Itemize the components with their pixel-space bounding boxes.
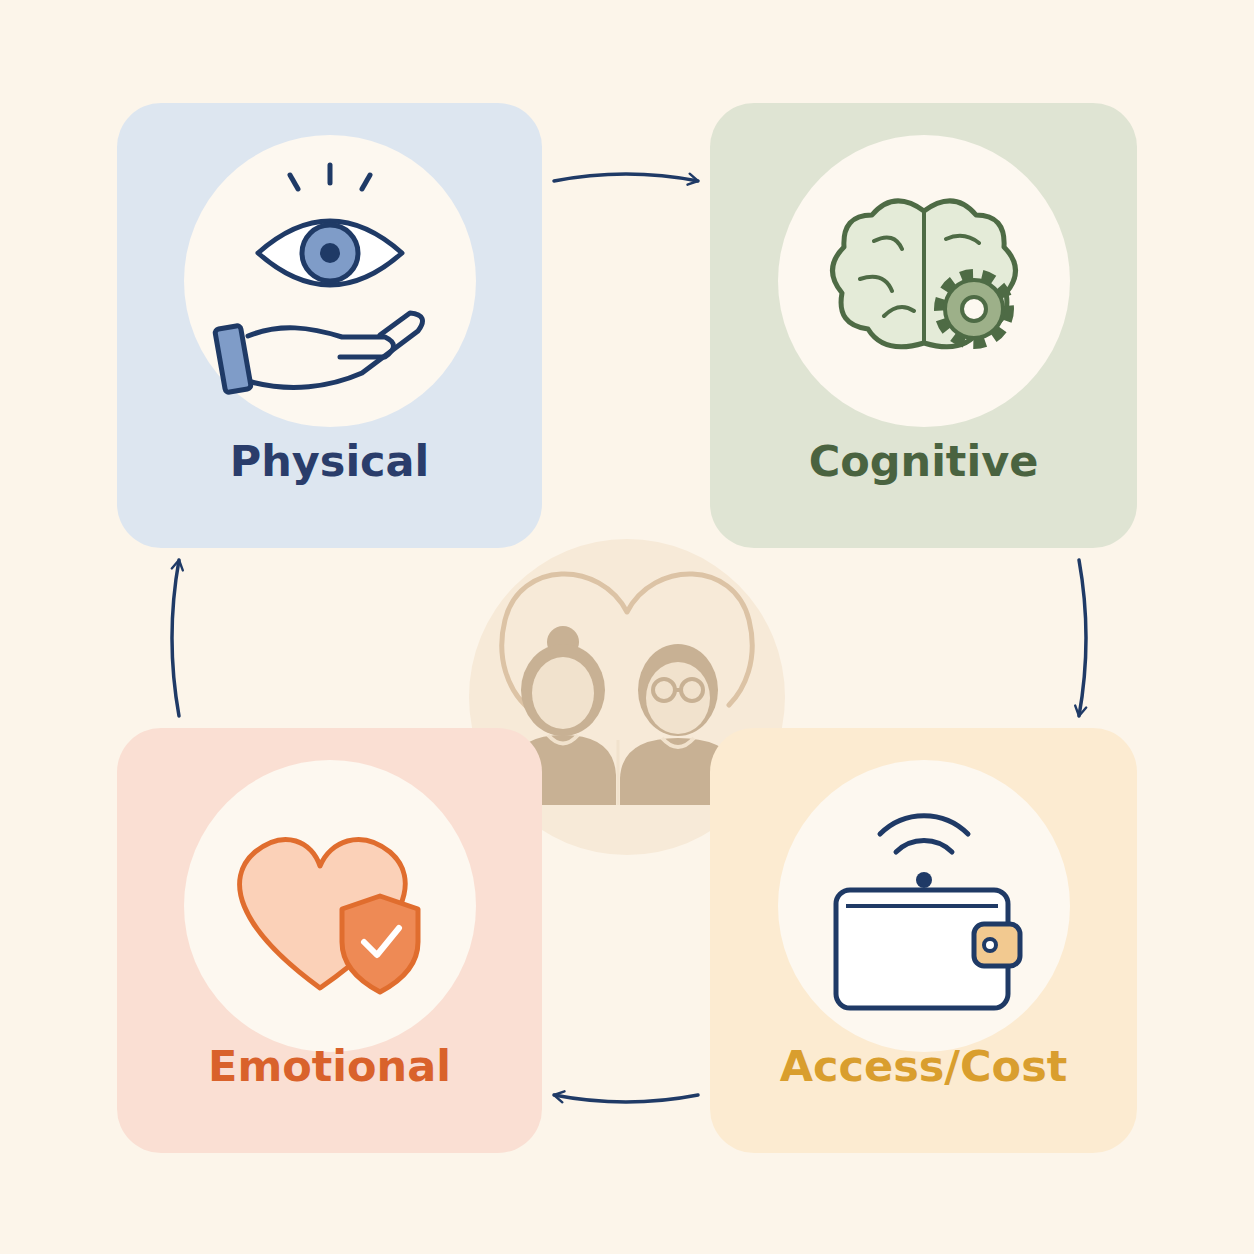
node-label: Access/Cost bbox=[710, 1041, 1137, 1091]
node-label: Emotional bbox=[117, 1041, 542, 1091]
emotional-box: Emotional bbox=[117, 728, 542, 1153]
heart-shield-icon bbox=[180, 756, 480, 1056]
wallet-wifi-icon bbox=[774, 756, 1074, 1056]
brain-gear-icon bbox=[774, 131, 1074, 431]
access-cost-box: Access/Cost bbox=[710, 728, 1137, 1153]
cycle-arrow bbox=[172, 560, 179, 716]
cognitive-box: Cognitive bbox=[710, 103, 1137, 548]
node-label: Physical bbox=[117, 436, 542, 486]
node-label: Cognitive bbox=[710, 436, 1137, 486]
eye-hand-icon bbox=[180, 131, 480, 431]
cycle-arrow bbox=[554, 1095, 698, 1102]
physical-box: Physical bbox=[117, 103, 542, 548]
cycle-arrow bbox=[554, 174, 698, 181]
cycle-arrow bbox=[1079, 560, 1086, 716]
